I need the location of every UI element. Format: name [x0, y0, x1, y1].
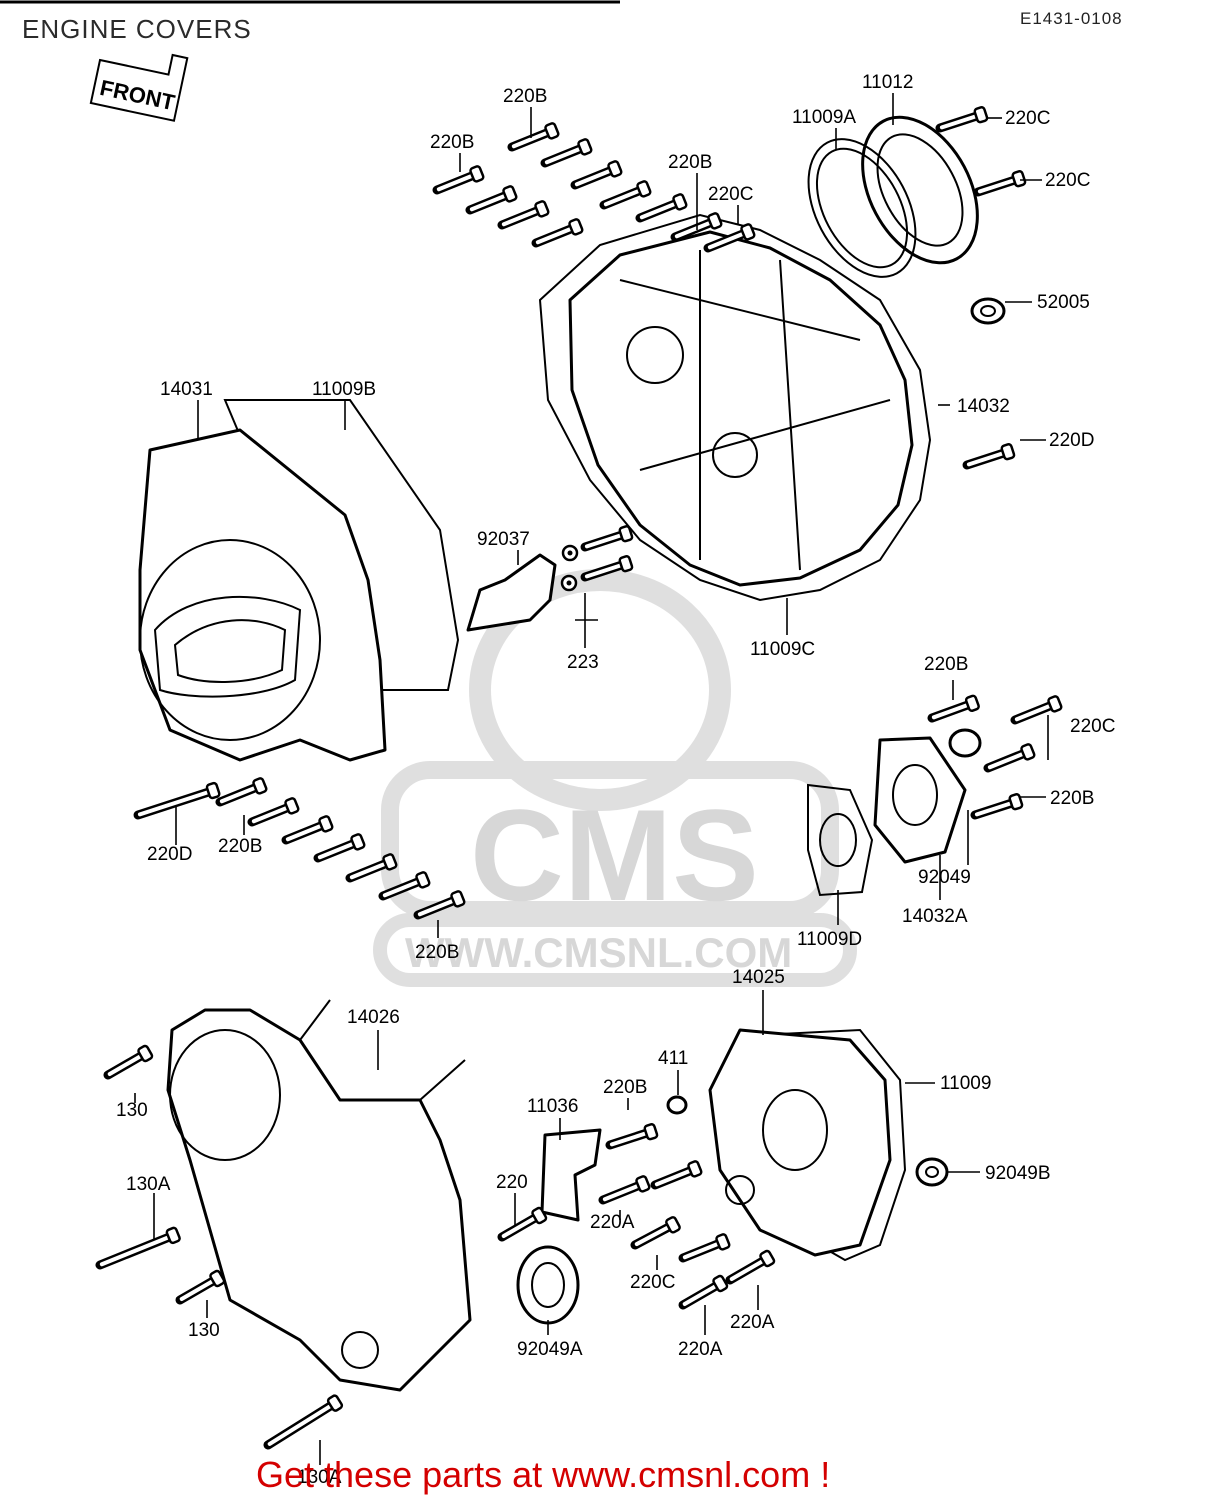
label-130: 130: [116, 1100, 148, 1121]
label-130a: 130A: [297, 1467, 342, 1488]
front-marker: FRONT: [89, 53, 189, 122]
washer-411: [666, 1095, 688, 1115]
label-220d: 220D: [1049, 430, 1094, 451]
svg-text:WWW.CMSNL.COM: WWW.CMSNL.COM: [405, 929, 792, 976]
label-11012: 11012: [862, 72, 913, 93]
label-220c: 220C: [1005, 108, 1050, 129]
label-220d: 220D: [147, 844, 192, 865]
label-92049: 92049: [918, 867, 971, 888]
label-220c: 220C: [1070, 716, 1115, 737]
label-14032: 14032: [957, 396, 1010, 417]
page-title: ENGINE COVERS: [22, 14, 252, 44]
seal-92049a: [516, 1245, 580, 1325]
label-14026: 14026: [347, 1007, 400, 1028]
label-220c: 220C: [708, 184, 753, 205]
label-220: 220: [496, 1172, 528, 1193]
seal-92049b: [915, 1157, 949, 1187]
label-92049a: 92049A: [517, 1339, 583, 1360]
spacer: [948, 728, 982, 758]
label-220b: 220B: [430, 132, 474, 153]
label-220b: 220B: [218, 836, 262, 857]
label-11009a: 11009A: [792, 107, 856, 128]
label-411: 411: [658, 1048, 688, 1069]
clutch-cover-14032: [538, 213, 932, 602]
label-92037: 92037: [477, 529, 530, 550]
cap-11012: [861, 115, 979, 265]
label-220b: 220B: [1050, 788, 1094, 809]
label-52005: 52005: [1037, 292, 1090, 313]
seal-52005: [970, 297, 1006, 325]
label-11009b: 11009B: [312, 379, 376, 400]
gasket-11009a: [807, 138, 917, 278]
plate-11036: [540, 1128, 602, 1222]
label-11009d: 11009D: [797, 929, 862, 950]
label-220c: 220C: [630, 1272, 675, 1293]
gasket-11009d: [807, 783, 874, 897]
svg-text:CMS: CMS: [470, 782, 759, 928]
cover-14032a: [873, 736, 967, 864]
promo-link[interactable]: Get these parts at www.cmsnl.com !: [256, 1454, 830, 1495]
leader-lines: [134, 93, 1049, 1465]
label-220a: 220A: [678, 1339, 723, 1360]
label-220a: 220A: [590, 1212, 635, 1233]
label-220b: 220B: [503, 86, 547, 107]
label-220b: 220B: [924, 654, 968, 675]
label-11009c: 11009C: [750, 639, 815, 660]
label-220b: 220B: [668, 152, 712, 173]
diagram-code: E1431-0108: [1020, 9, 1123, 28]
label-14025: 14025: [732, 967, 785, 988]
svg-text:FRONT: FRONT: [98, 75, 178, 115]
label-220b: 220B: [603, 1077, 647, 1098]
label-223: 223: [567, 652, 599, 673]
label-220a: 220A: [730, 1312, 775, 1333]
label-130: 130: [188, 1320, 220, 1341]
label-11009: 11009: [940, 1073, 991, 1094]
label-92049b: 92049B: [985, 1163, 1051, 1184]
cover-14025: [708, 1028, 892, 1257]
label-130a: 130A: [126, 1174, 171, 1195]
label-14032a: 14032A: [902, 906, 968, 927]
cmsnl-watermark: CMS WWW.CMSNL.COM: [373, 569, 857, 987]
alternator-cover-14031: [138, 428, 387, 762]
label-14031: 14031: [160, 379, 213, 400]
label-11036: 11036: [527, 1096, 578, 1117]
sprocket-cover-14026: [166, 999, 472, 1392]
label-220c: 220C: [1045, 170, 1090, 191]
label-220b: 220B: [415, 942, 459, 963]
bracket-92037: [466, 553, 557, 632]
part-labels: 220B 220B 220B 220C 11012 11009A 220C 22…: [116, 72, 1115, 1488]
